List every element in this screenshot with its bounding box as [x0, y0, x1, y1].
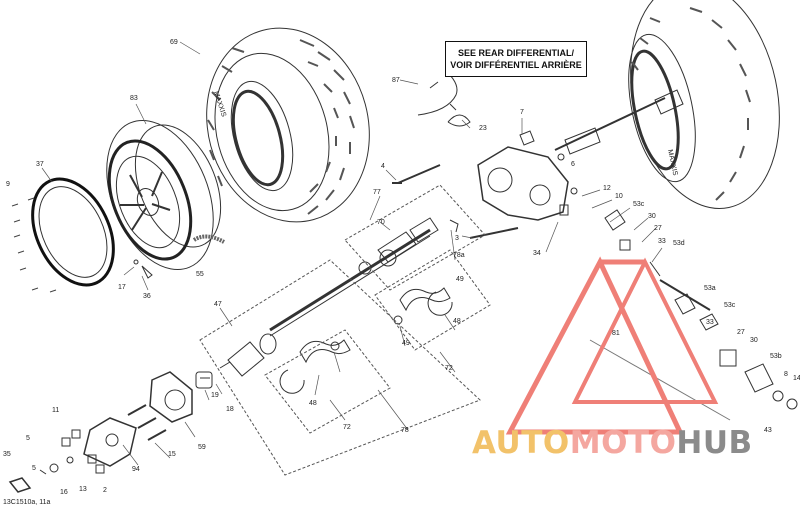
right-axle-shaft	[554, 97, 666, 151]
fill-plug	[519, 130, 535, 146]
callout-12: 12	[603, 185, 611, 192]
callout-53c-a: 53c	[633, 201, 645, 208]
callout-13: 13	[79, 486, 87, 493]
right-cv-joint	[654, 89, 684, 115]
callout-5: 5	[26, 435, 30, 442]
differential-housing	[477, 130, 569, 221]
callout-33-b: 33	[706, 319, 714, 326]
watermark-part-moto: MOTO	[569, 425, 677, 461]
callout-7: 7	[520, 109, 524, 116]
callout-83: 83	[130, 95, 138, 102]
long-bolt-4	[392, 164, 441, 184]
callout-43: 43	[764, 427, 772, 434]
right-tire	[628, 0, 780, 209]
hub-cap-35	[8, 477, 32, 493]
callout-30-a: 30	[648, 213, 656, 220]
valve-cap	[133, 259, 139, 265]
callout-34: 34	[533, 250, 541, 257]
circlip	[449, 219, 459, 233]
right-cv-boot	[564, 127, 601, 155]
screw-set	[11, 197, 57, 293]
callout-53b: 53b	[770, 353, 782, 360]
callout-53c-b: 53c	[724, 302, 736, 309]
callout-27-b: 27	[737, 329, 745, 336]
callout-53a: 53a	[704, 285, 716, 292]
beadlock-ring	[31, 177, 115, 287]
callout-35: 35	[3, 451, 11, 458]
callout-30-b: 30	[750, 337, 758, 344]
callout-27-a: 27	[654, 225, 662, 232]
callout-9: 9	[6, 181, 10, 188]
group-outlines	[199, 184, 491, 476]
callout-49-a: 49	[456, 276, 464, 283]
callout-2: 2	[103, 487, 107, 494]
bushing-34	[559, 204, 569, 216]
callout-23: 23	[479, 125, 487, 132]
callout-4: 4	[381, 163, 385, 170]
callout-69: 69	[170, 39, 178, 46]
fasteners	[8, 429, 105, 493]
watermark-text: AUTOMOTOHUB	[472, 425, 753, 461]
clip	[449, 103, 457, 111]
note-line-english: SEE REAR DIFFERENTIAL/	[457, 48, 574, 58]
valve-stem	[141, 265, 153, 279]
callout-10: 10	[615, 193, 623, 200]
callout-49-b: 49	[402, 340, 410, 347]
wheel-rim	[106, 119, 222, 271]
callout-87: 87	[392, 77, 400, 84]
callout-78: 78	[401, 427, 409, 434]
rim-strip	[192, 234, 225, 244]
see-rear-differential-note: SEE REAR DIFFERENTIAL/ VOIR DIFFÉRENTIEL…	[445, 41, 587, 77]
callout-37: 37	[36, 161, 44, 168]
hub-assembly	[83, 371, 213, 467]
callout-72-a: 72	[445, 365, 453, 372]
callout-55: 55	[196, 271, 204, 278]
watermark-part-auto: AUTO	[472, 425, 570, 461]
callout-77: 77	[373, 189, 381, 196]
watermark-logo	[505, 256, 719, 435]
callout-78a: 78a	[453, 252, 465, 259]
rear-shaft-assembly	[589, 209, 798, 421]
clamp	[447, 114, 471, 127]
callout-11: 11	[52, 407, 59, 414]
prop-shaft-assembly	[269, 217, 459, 337]
cv-joint-outer	[219, 333, 277, 377]
callout-18: 18	[226, 406, 234, 413]
tire-brand-left: MAXXIS	[212, 90, 227, 118]
callout-48-b: 48	[309, 400, 317, 407]
callout-81: 81	[612, 330, 620, 337]
callout-labels: 69833795517368723764334121053c302753d337…	[3, 39, 800, 496]
callout-19: 19	[211, 392, 219, 399]
callout-59: 59	[198, 444, 206, 451]
boot-kit-upper	[393, 287, 453, 325]
figure-code: 13C1510a, 11a	[3, 499, 51, 506]
callout-36: 36	[143, 293, 151, 300]
note-line-french: VOIR DIFFÉRENTIEL ARRIÈRE	[450, 60, 582, 70]
callout-17: 17	[118, 284, 126, 291]
left-tire	[206, 27, 370, 223]
leader-lines	[41, 41, 663, 466]
callout-33-a: 33	[658, 238, 666, 245]
callout-16: 16	[60, 489, 68, 496]
boot-kit-lower	[279, 339, 351, 394]
callout-72-b: 72	[343, 424, 351, 431]
callout-47: 47	[214, 301, 222, 308]
callout-48-a: 48	[453, 318, 461, 325]
watermark-part-hub: HUB	[676, 425, 753, 461]
callout-3: 3	[455, 235, 459, 242]
washer-6	[557, 153, 565, 161]
callout-94: 94	[132, 466, 140, 473]
callout-53d: 53d	[673, 240, 685, 247]
callout-15: 15	[168, 451, 176, 458]
callout-14: 14	[793, 375, 800, 382]
callout-6: 6	[571, 161, 575, 168]
nut-12	[570, 187, 578, 195]
callout-70: 70	[377, 219, 385, 226]
long-bolt-3	[469, 227, 519, 239]
callout-8: 8	[784, 371, 788, 378]
breather-hose	[417, 72, 458, 116]
callout-5b: 5	[32, 465, 36, 472]
